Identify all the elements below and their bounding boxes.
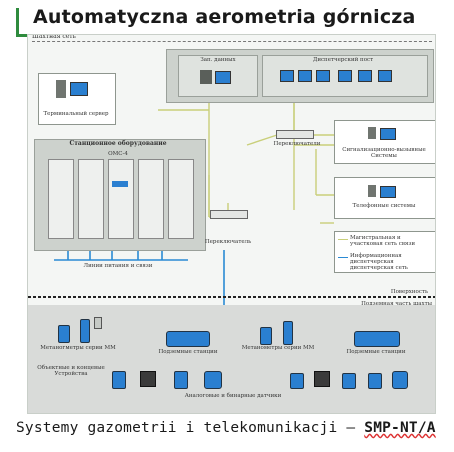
legend-item-1: Магистральная и участковая сеть связи: [350, 235, 416, 248]
sensor-icon: [112, 371, 126, 389]
methane-meter-icon: [58, 325, 70, 343]
legend-swatch: [338, 257, 348, 258]
sensor-icon: [174, 371, 188, 389]
alarm-system-box: [334, 120, 435, 164]
monitor-icon: [280, 70, 294, 82]
title-accent-vertical: [16, 8, 19, 36]
sensor-icon: [368, 373, 382, 389]
server-tower-icon: [200, 70, 212, 84]
dispatcher-label: Диспетчерский пост: [312, 57, 374, 63]
server-rack-icon: [48, 159, 74, 239]
monitor-icon: [358, 70, 372, 82]
monitor-icon: [70, 82, 88, 96]
station-title: Станционное оборудование: [69, 140, 167, 147]
sensor-icon: [290, 373, 304, 389]
terminal-server-label: Терминальный сервер: [43, 111, 109, 117]
monitor-icon: [338, 70, 352, 82]
sensor-icon: [204, 371, 222, 389]
underground-label: Подземная часть шахты: [361, 301, 432, 307]
methane-meter-icon: [260, 327, 272, 345]
sensor-icon: [342, 373, 356, 389]
server-tower-icon: [368, 127, 376, 139]
terminal-server-box: [38, 73, 116, 125]
monitor-icon: [378, 70, 392, 82]
server-tower-icon: [368, 185, 376, 197]
methane-meter-icon: [80, 319, 90, 343]
substation-icon: [354, 331, 400, 347]
slide-title: Automatyczna aerometria górnicza: [33, 6, 416, 28]
meters-left-label: Метаногметры серии ММ: [40, 345, 116, 351]
mine-net-label: Шахтная сеть: [32, 34, 76, 40]
data-server-label: Зап. данных: [200, 57, 236, 63]
server-rack-icon: [108, 159, 134, 239]
surface-label: Поверхность: [390, 289, 428, 295]
footer-brand: SMP-NT/A: [364, 420, 436, 436]
substation-left-label: Подземные станции: [158, 349, 218, 355]
system-diagram: Шахтная сеть: [27, 34, 436, 414]
rack-display-icon: [112, 181, 128, 187]
actuator-icon: [314, 371, 330, 387]
sensor-icon: [94, 317, 102, 329]
sensor-icon: [392, 371, 408, 389]
executive-devices-label: Объектные и концевые Устройства: [37, 365, 105, 378]
phone-system-box: [334, 177, 435, 219]
monitor-icon: [380, 186, 396, 198]
server-rack-icon: [78, 159, 104, 239]
switch-bottom-label: Переключатель: [204, 239, 252, 245]
server-rack-icon: [138, 159, 164, 239]
omc-label: ОМС-4: [108, 151, 128, 157]
legend-swatch: [338, 239, 348, 240]
legend-box: [334, 231, 435, 273]
methane-meter-icon: [283, 321, 293, 345]
switch-top-label: Переключатели: [273, 141, 321, 147]
actuator-icon: [140, 371, 156, 387]
meters-center-label: Метанометры серии ММ: [241, 345, 315, 351]
phone-system-label: Телефонные системы: [352, 203, 416, 209]
mine-net-line: [32, 41, 432, 42]
monitor-icon: [298, 70, 312, 82]
slide-footer: Systemy gazometrii i telekomunikacji – S…: [16, 420, 436, 436]
network-switch-icon: [276, 130, 314, 139]
server-tower-icon: [56, 80, 66, 98]
monitor-icon: [380, 128, 396, 140]
monitor-icon: [316, 70, 330, 82]
monitor-icon: [215, 71, 231, 84]
alarm-system-label: Сигнализационно-вызывные Системы: [342, 147, 426, 160]
legend-item-2: Информационная диспетчерская диспетчерск…: [350, 253, 408, 272]
server-rack-icon: [168, 159, 194, 239]
power-lines-label: Линии питания и связи: [83, 263, 153, 269]
footer-text: Systemy gazometrii i telekomunikacji –: [16, 420, 365, 436]
analog-sensors-label: Аналоговые и бинарные датчики: [184, 393, 282, 399]
network-switch-icon: [210, 210, 248, 219]
substation-icon: [166, 331, 210, 347]
substation-right-label: Подземные станции: [346, 349, 406, 355]
